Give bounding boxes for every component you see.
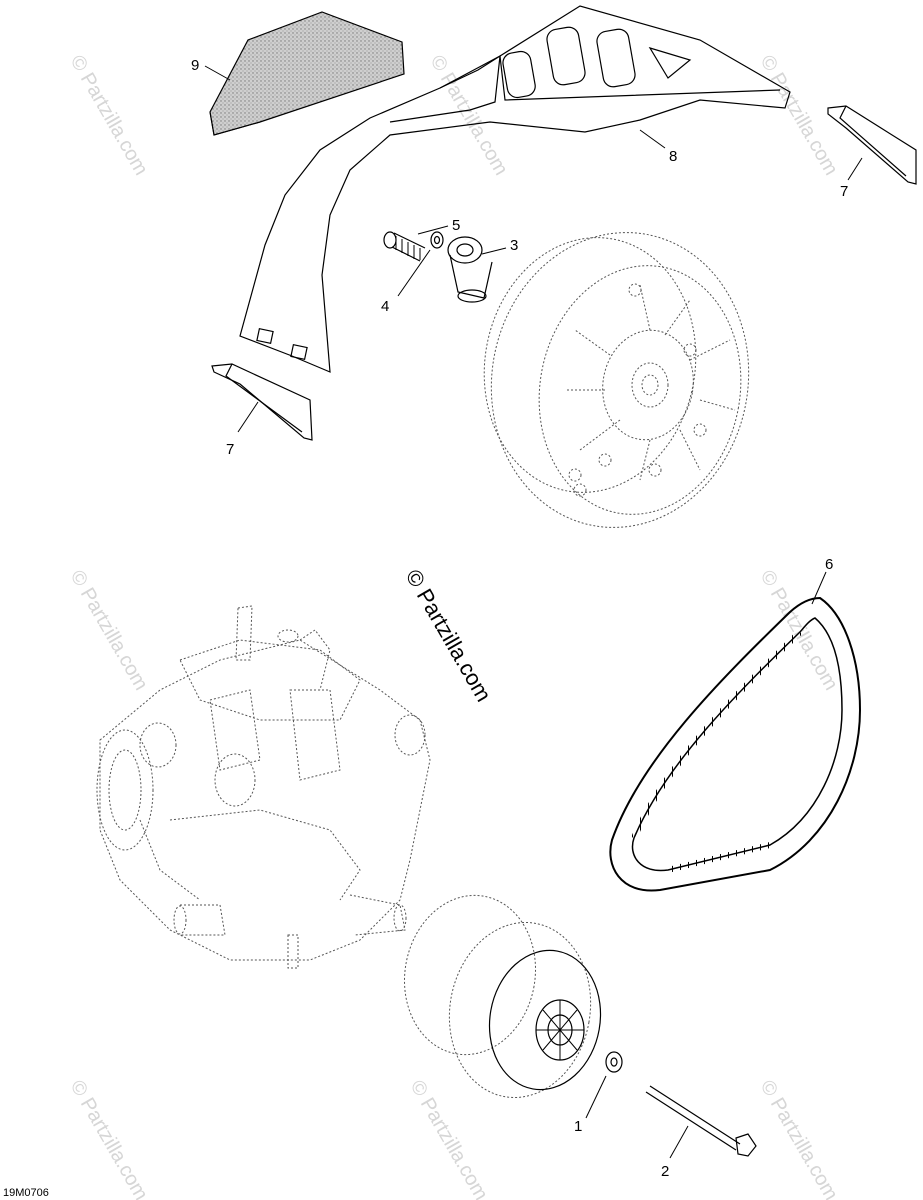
part-belt-guard <box>239 5 791 373</box>
watermark-text: © Partzilla.com <box>406 1077 492 1200</box>
callout-1: 1 <box>574 1118 582 1135</box>
center-watermark: © Partzilla.com <box>401 565 497 706</box>
watermark-text: © Partzilla.com <box>756 1077 842 1200</box>
callout-7: 7 <box>840 183 848 200</box>
callout-4: 4 <box>381 298 389 315</box>
part-screw <box>383 231 426 262</box>
callout-labels: 9 8 7 7 5 3 4 6 1 2 <box>191 57 848 1180</box>
callout-3: 3 <box>510 237 518 254</box>
part-washer-large <box>605 1051 623 1073</box>
watermark-text: © Partzilla.com <box>66 567 152 695</box>
part-pad <box>209 11 405 136</box>
part-spacer <box>447 236 493 303</box>
watermark-text: © Partzilla.com <box>66 1077 152 1200</box>
engine <box>96 605 431 969</box>
part-drive-belt <box>609 596 862 892</box>
callout-6: 6 <box>825 556 833 573</box>
callout-8: 8 <box>669 148 677 165</box>
callout-9: 9 <box>191 57 199 74</box>
diagram-code: 19M0706 <box>3 1187 49 1199</box>
callout-7: 7 <box>226 441 234 458</box>
watermark-text: © Partzilla.com <box>426 52 512 180</box>
watermark-text: © Partzilla.com <box>756 567 842 695</box>
callout-5: 5 <box>452 217 460 234</box>
part-clip-left <box>211 363 313 441</box>
part-bolt <box>645 1085 757 1157</box>
watermark-text: © Partzilla.com <box>66 52 152 180</box>
drive-pulley <box>403 894 602 1099</box>
part-washer-small <box>430 231 444 249</box>
part-clip-right <box>827 105 917 185</box>
callout-2: 2 <box>661 1163 669 1180</box>
leader-lines <box>204 65 863 1159</box>
driven-pulley <box>483 232 750 528</box>
